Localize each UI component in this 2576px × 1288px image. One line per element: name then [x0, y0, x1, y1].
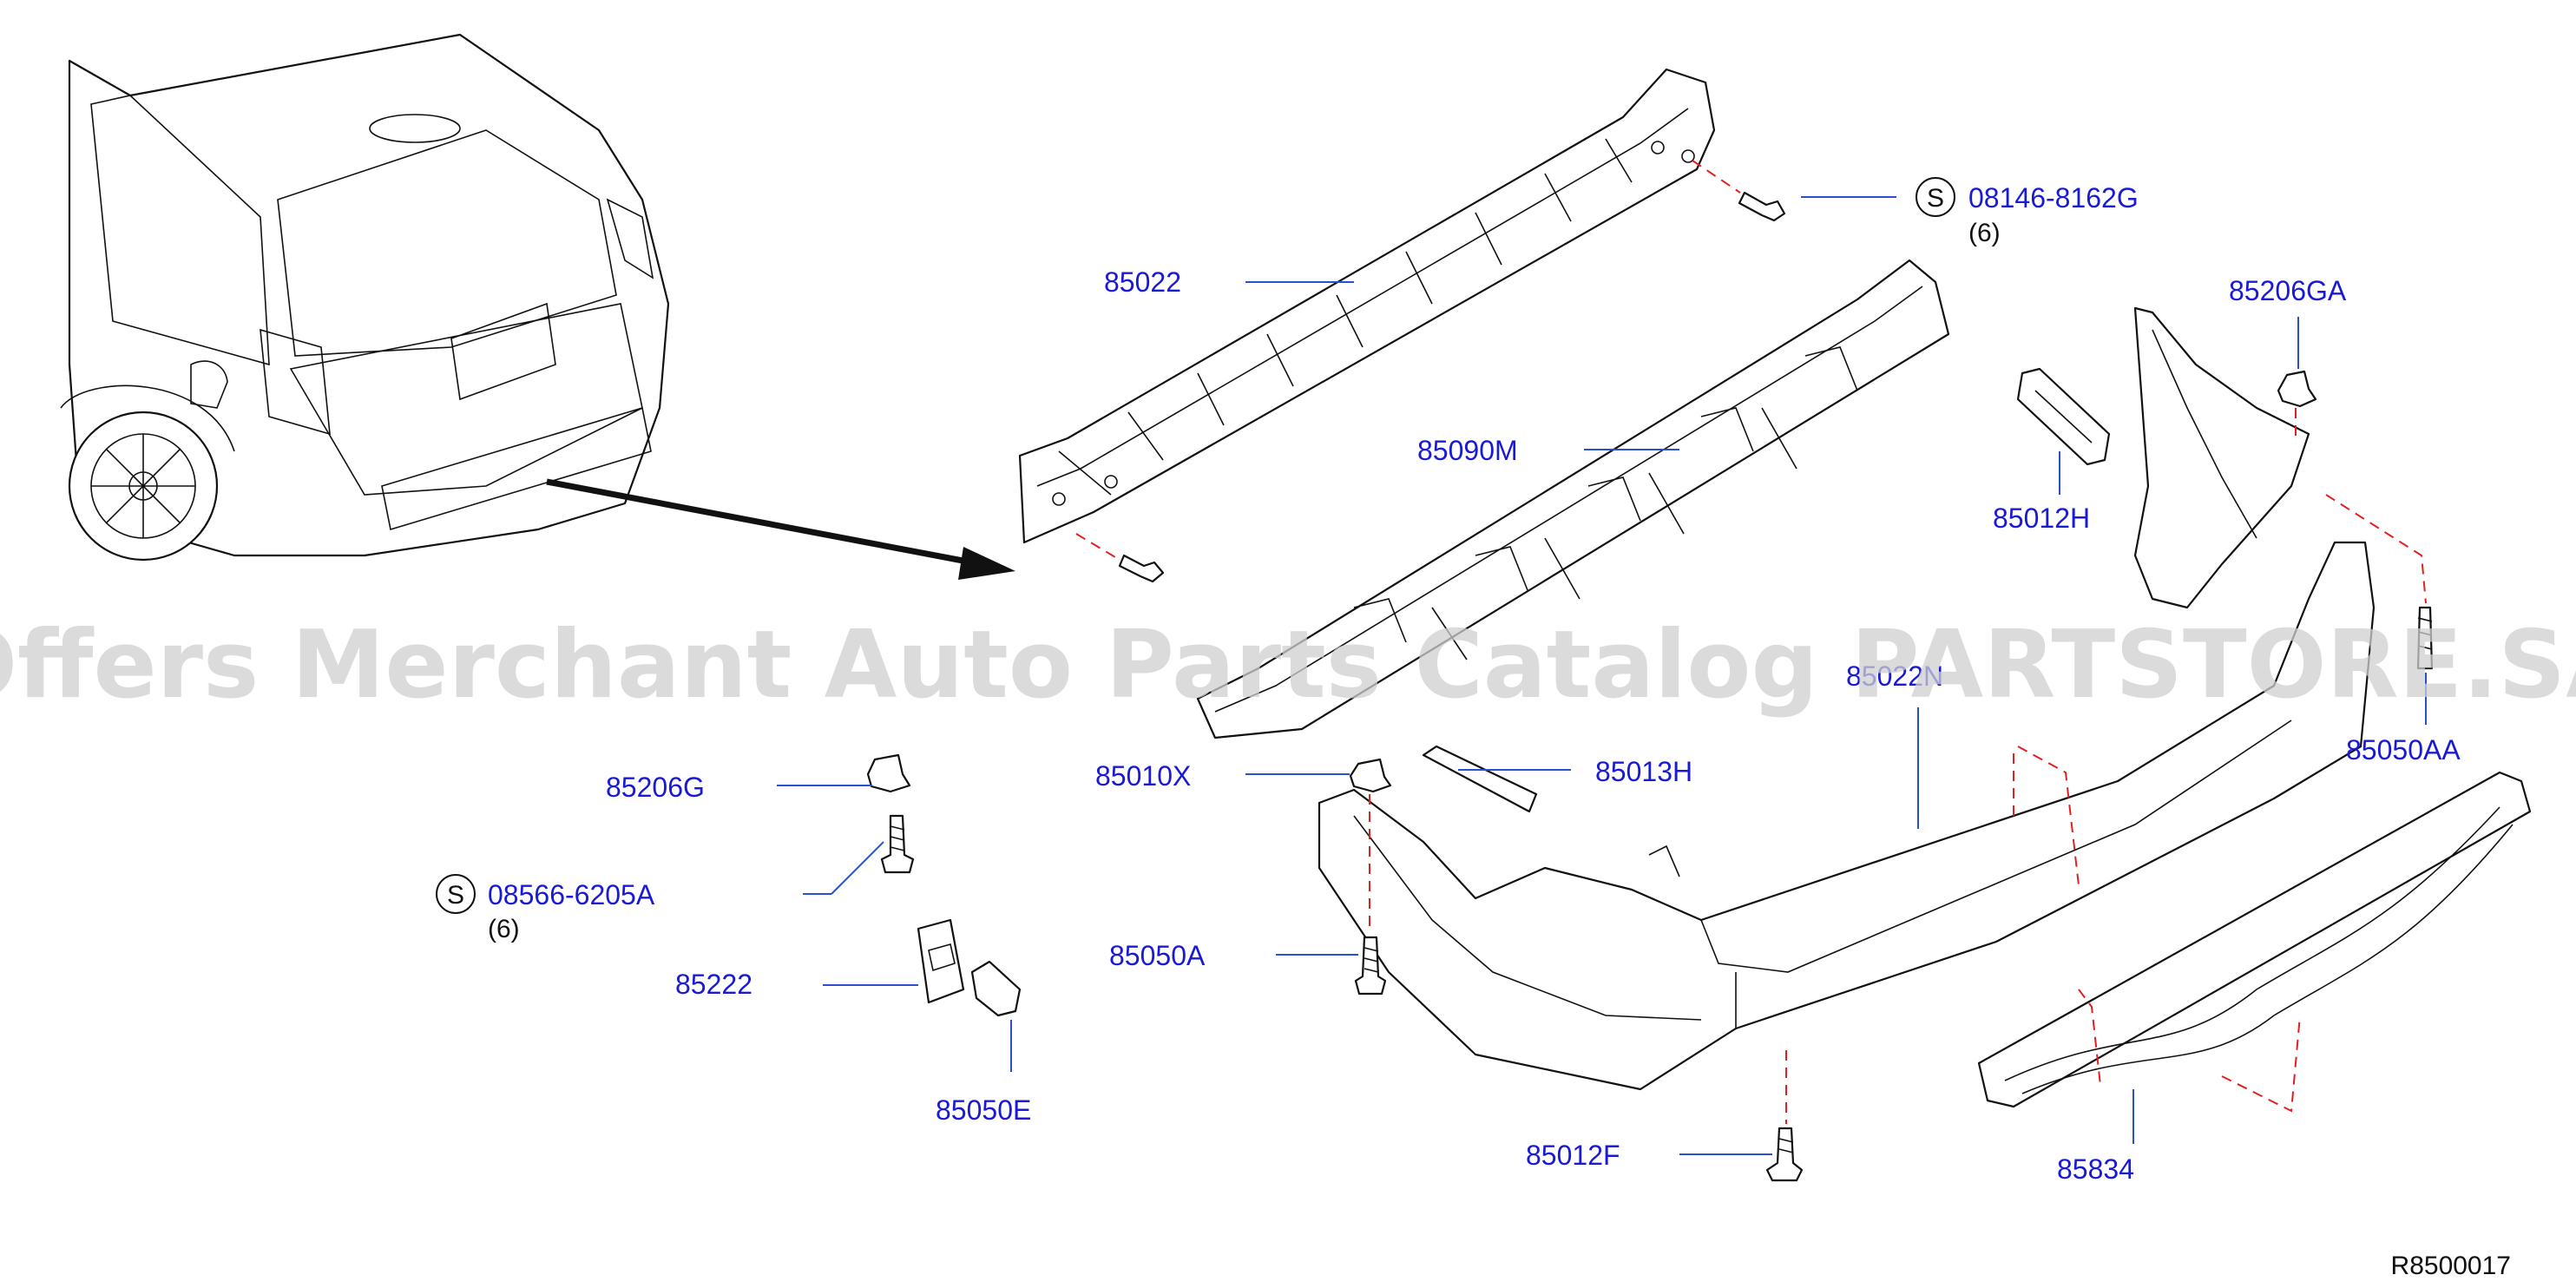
label-85022N[interactable]: 85022N	[1846, 660, 1943, 692]
label-85206GA[interactable]: 85206GA	[2229, 275, 2347, 306]
pad-85013H	[1422, 745, 1538, 813]
beam-bolt-left	[1075, 533, 1165, 583]
label-85012F[interactable]: 85012F	[1526, 1140, 1620, 1171]
label-85050E[interactable]: 85050E	[936, 1094, 1031, 1126]
clip-85050E	[970, 960, 1022, 1017]
label-85010X[interactable]: 85010X	[1095, 760, 1191, 792]
reinforcement-beam	[1018, 68, 1716, 544]
clip-85010X	[1349, 758, 1392, 793]
watermark-text: Offers Merchant Auto Parts Catalog PARTS…	[0, 611, 2576, 720]
standard-symbol: S	[447, 881, 464, 910]
standard-symbol: S	[1927, 184, 1944, 213]
clip-85206G	[866, 753, 911, 793]
label-08566-6205A[interactable]: 08566-6205A	[488, 879, 655, 910]
leader-lines	[777, 196, 2427, 1155]
screw-85050A	[1354, 936, 1387, 996]
standard-symbol-circle	[1916, 177, 1955, 217]
qty-08566-6205A: (6)	[488, 915, 520, 943]
finisher-85834	[1977, 771, 2532, 1108]
label-85834[interactable]: 85834	[2057, 1153, 2134, 1185]
qty-08146-8162G: (6)	[1968, 219, 2001, 247]
bracket-85012H	[2016, 367, 2111, 466]
bolt-08566-6205A	[880, 814, 915, 874]
label-85222[interactable]: 85222	[675, 969, 752, 1000]
screw-85050AA	[2416, 606, 2434, 670]
label-85050A[interactable]: 85050A	[1109, 940, 1206, 971]
direction-arrow	[546, 478, 1015, 580]
standard-part-left: S 08566-6205A (6)	[436, 874, 655, 943]
diagram-reference-code: R8500017	[2391, 1252, 2511, 1280]
label-85090M[interactable]: 85090M	[1417, 435, 1518, 466]
label-85013H[interactable]: 85013H	[1595, 756, 1692, 787]
screw-85012F	[1765, 1127, 1804, 1182]
standard-symbol-circle	[436, 874, 476, 914]
standard-part-top: S 08146-8162G (6)	[1916, 177, 2139, 247]
bumper-fascia	[1318, 306, 2376, 1091]
energy-absorber	[1196, 259, 1950, 739]
label-08146-8162G[interactable]: 08146-8162G	[1968, 182, 2139, 214]
vehicle-illustration	[60, 33, 670, 562]
part-labels: 85022 85090M 85206GA 85012H 85022N 85050…	[606, 266, 2461, 1185]
clip-85206GA	[2277, 370, 2317, 408]
beam-bolt-right	[1692, 160, 1786, 222]
bracket-85222	[917, 918, 965, 1004]
label-85206G[interactable]: 85206G	[606, 772, 705, 803]
label-85050AA[interactable]: 85050AA	[2346, 734, 2461, 766]
label-85022[interactable]: 85022	[1104, 266, 1181, 298]
label-85012H[interactable]: 85012H	[1993, 503, 2090, 534]
assembly-dash-lines	[1369, 408, 2427, 1124]
